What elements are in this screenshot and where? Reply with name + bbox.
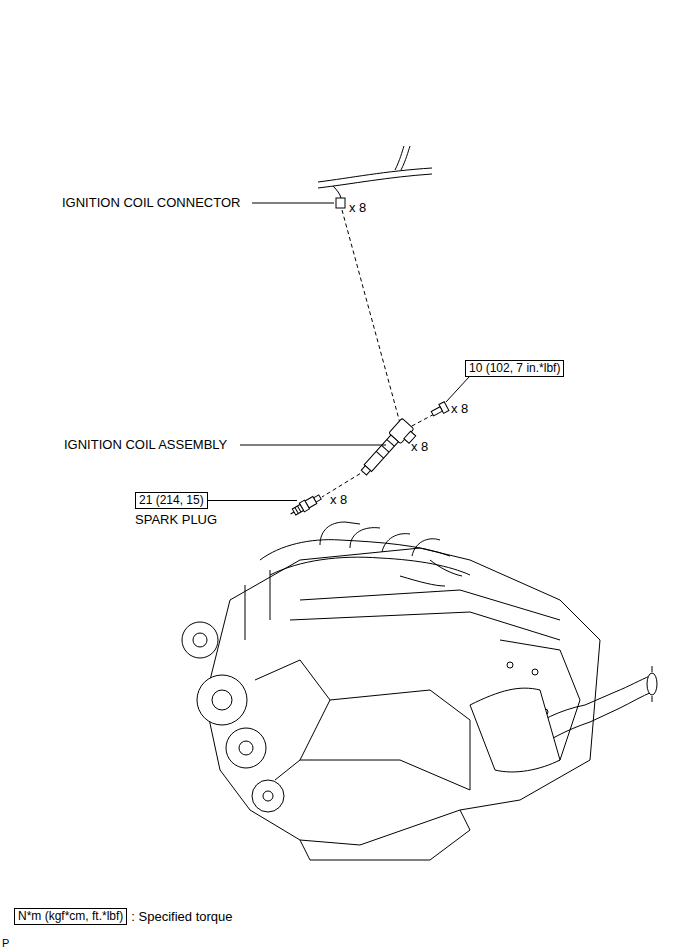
assembly-line: [322, 210, 440, 497]
part-name: IGNITION COIL ASSEMBLY: [64, 437, 227, 452]
bolt: [430, 402, 449, 418]
leader-line: [240, 445, 386, 446]
quantity: x 8: [451, 401, 468, 416]
torque-box: 10 (102, 7 in.*lbf): [465, 360, 564, 377]
torque-value: N*m (kgf*cm, ft.*lbf): [18, 909, 123, 923]
leader-line: [208, 500, 297, 501]
ignition-coil: [358, 418, 419, 482]
torque-box: 21 (214, 15): [135, 492, 208, 509]
quantity: x 8: [330, 492, 347, 507]
torque-value: 10 (102, 7 in.*lbf): [469, 361, 560, 375]
torque-unit-box: N*m (kgf*cm, ft.*lbf): [14, 908, 127, 925]
engine-illustration: [182, 522, 657, 860]
leader-line: [252, 203, 334, 204]
page-mark: P: [2, 936, 9, 951]
spark-plug: [288, 493, 322, 519]
quantity: x 8: [411, 439, 428, 454]
wire-harness: [318, 146, 432, 208]
legend-text: : Specified torque: [131, 909, 232, 924]
leader-line: [446, 377, 469, 402]
leader-lines: [208, 377, 469, 501]
part-name: SPARK PLUG: [135, 512, 217, 527]
part-name: IGNITION COIL CONNECTOR: [62, 195, 240, 210]
torque-value: 21 (214, 15): [139, 493, 204, 507]
quantity: x 8: [349, 200, 366, 215]
